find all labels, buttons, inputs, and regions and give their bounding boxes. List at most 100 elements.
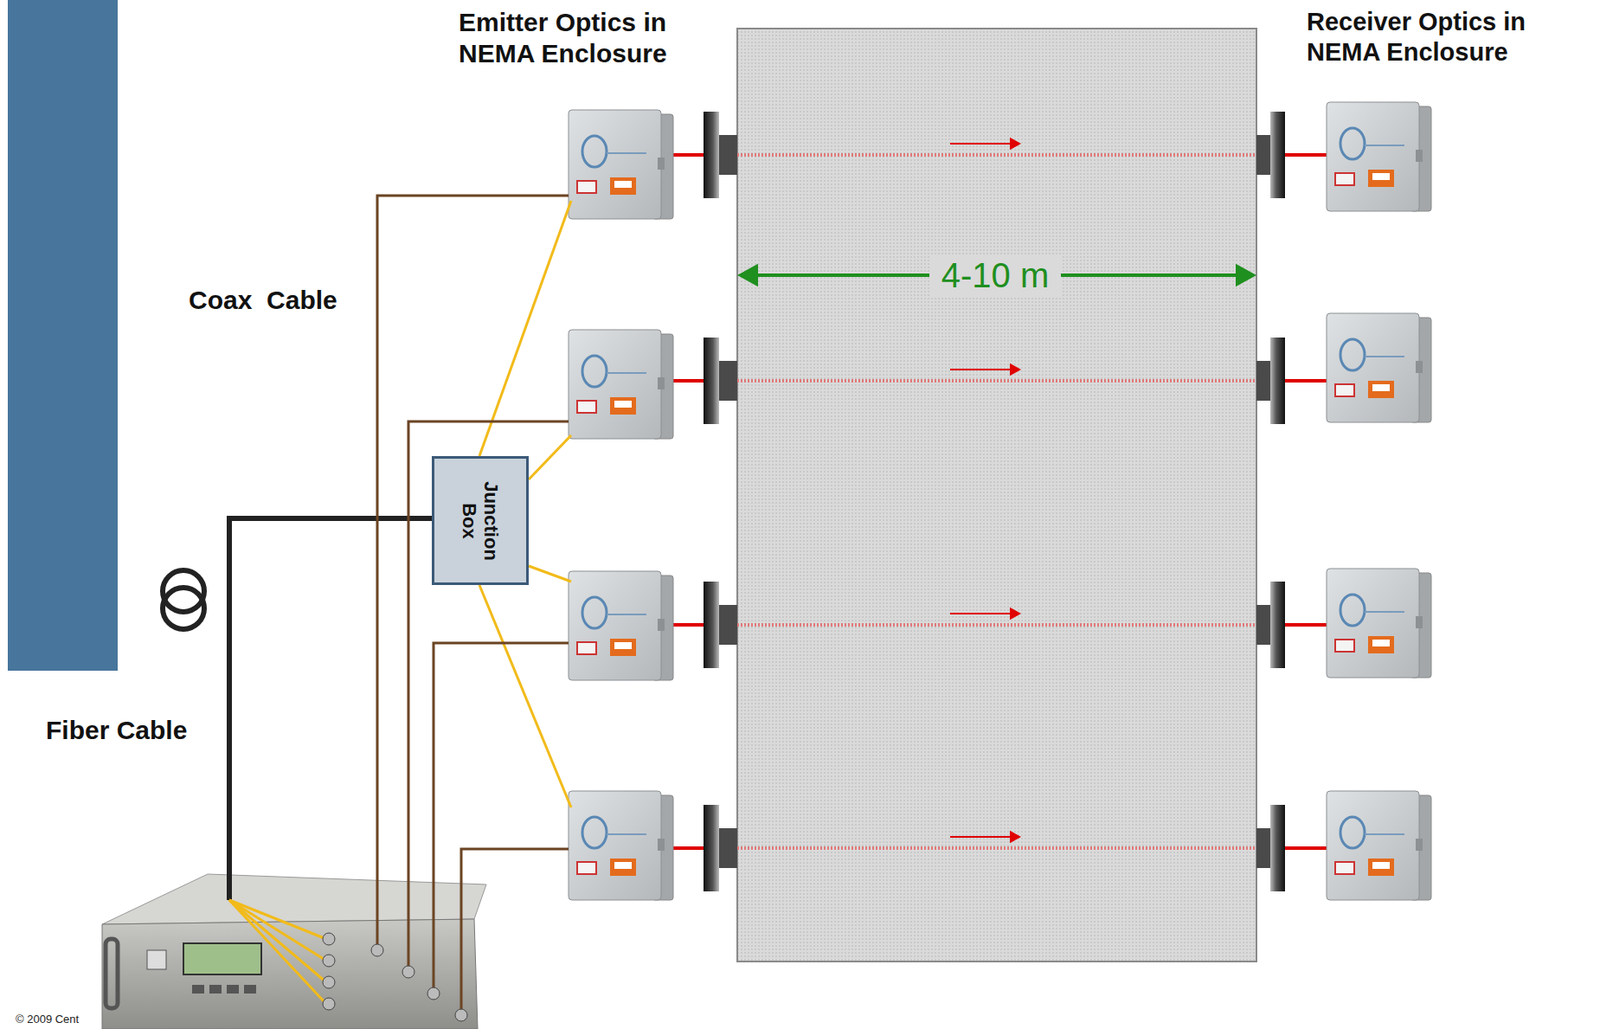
mount-flange [719, 828, 738, 868]
logo-line [1364, 355, 1405, 358]
coax-cable [377, 195, 569, 945]
mount-flange [1270, 337, 1286, 425]
warning-label [1372, 173, 1390, 180]
warning-label [614, 642, 632, 649]
mount-flange [1270, 804, 1286, 892]
warning-label [610, 858, 637, 876]
beam-direction [950, 368, 1011, 371]
enclosure-door [1326, 568, 1420, 678]
warning-label [614, 400, 632, 408]
fiber-strand [528, 565, 572, 582]
mount-flange [1270, 581, 1286, 669]
latch [657, 838, 665, 851]
mount-flange [1256, 134, 1271, 175]
warning-label [610, 177, 637, 195]
fiber-strand [229, 899, 327, 983]
laser-beam [737, 623, 1257, 627]
warning-label [1372, 861, 1390, 869]
cable-label: Coax Cable [188, 284, 338, 316]
warning-label [577, 180, 597, 193]
device-connector [322, 954, 335, 967]
beam-arrowhead [1009, 607, 1022, 620]
warning-label [1368, 858, 1395, 876]
laser-beam [671, 846, 704, 850]
laser-beam [1283, 379, 1329, 383]
device-button [192, 984, 205, 994]
device-key [147, 950, 167, 970]
warning-label [614, 861, 632, 869]
logo-line [606, 833, 647, 836]
coax-cable [433, 642, 569, 989]
device-connector [371, 944, 384, 957]
copyright-note: © 2009 Cent [15, 1012, 79, 1027]
logo-mark [1340, 594, 1365, 626]
junction-box: Junction Box [431, 456, 529, 585]
coax-cable [461, 848, 569, 1010]
warning-label [610, 638, 637, 656]
cables [162, 195, 572, 1022]
warning-label [1368, 636, 1395, 654]
warning-label [1368, 380, 1395, 399]
logo-mark [1340, 128, 1365, 160]
device-connector [322, 976, 335, 989]
logo-line [606, 372, 647, 374]
device-top [102, 873, 487, 925]
mount-flange [719, 360, 738, 401]
warning-label [1372, 639, 1390, 647]
laser-beam [671, 623, 704, 627]
device-connector [322, 997, 335, 1010]
fiber-strand [479, 584, 572, 808]
laser-beam [1283, 846, 1329, 850]
mount-flange [719, 134, 738, 175]
device-button [209, 984, 222, 994]
enclosure-door [1326, 102, 1420, 212]
stack-panel [737, 28, 1257, 962]
logo-mark [582, 816, 607, 849]
latch [1415, 838, 1423, 851]
dimension-arrowhead [1235, 263, 1257, 287]
cable-label: Fiber Cable [45, 714, 187, 746]
analyzer-unit [102, 873, 487, 1029]
logo-mark [582, 355, 607, 387]
mount-flange [1256, 360, 1271, 401]
warning-label [614, 180, 632, 188]
fiber-strand [229, 899, 327, 1004]
latch [657, 377, 665, 390]
latch [1415, 149, 1423, 162]
dimension-arrowhead [737, 263, 759, 287]
warning-label [577, 400, 597, 413]
mount-flange [719, 604, 738, 645]
logo-line [1364, 610, 1405, 613]
fiber-strand [229, 899, 327, 939]
device-handle [105, 938, 118, 1009]
laser-beam [737, 846, 1257, 850]
warning-label [1335, 384, 1355, 397]
laser-beam [737, 379, 1257, 383]
laser-beam [1283, 153, 1329, 157]
beam-direction [950, 612, 1011, 615]
device-connector [455, 1008, 468, 1022]
logo-mark [582, 135, 607, 168]
device-screen [183, 943, 262, 975]
column-heading: Receiver Optics in NEMA Enclosure [1306, 6, 1593, 68]
box-label: Junction Box [458, 473, 503, 569]
warning-label [577, 642, 597, 655]
enclosure-door [568, 571, 662, 681]
latch [1415, 616, 1423, 629]
beam-arrowhead [1009, 137, 1022, 150]
device-button [226, 984, 239, 994]
mount-flange [703, 111, 720, 199]
device-connector [402, 965, 415, 978]
latch [657, 618, 665, 631]
mount-flange [703, 581, 720, 669]
dimension-label: 4-10 m [929, 254, 1062, 296]
warning-label [1372, 384, 1390, 392]
device-front [102, 918, 478, 1029]
beam-direction [950, 142, 1011, 145]
mount-flange [703, 804, 720, 892]
logo-line [1364, 833, 1405, 836]
fiber-cable [229, 518, 432, 900]
